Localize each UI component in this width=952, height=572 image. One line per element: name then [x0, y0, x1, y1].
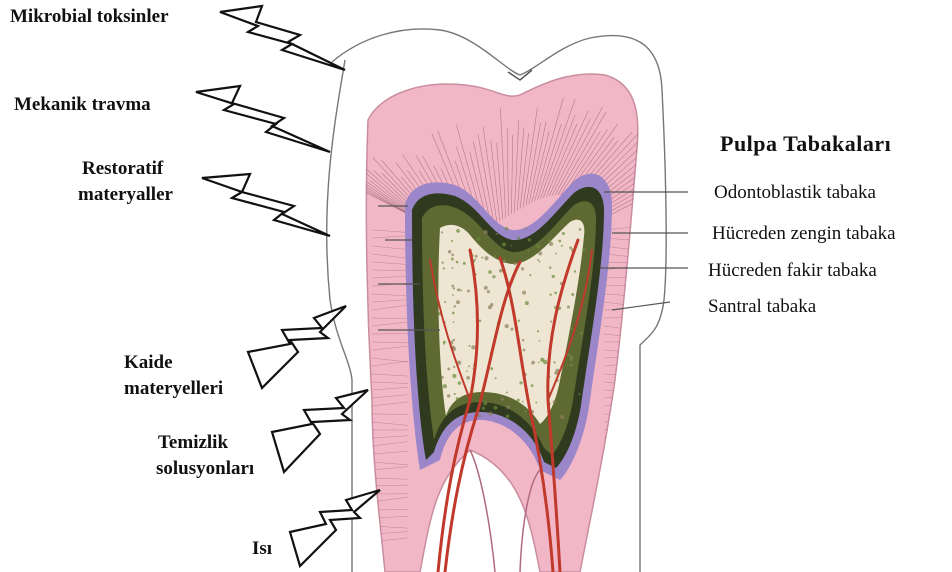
lightning-icon — [196, 86, 330, 152]
lightning-icon — [202, 174, 330, 236]
label-isi: Isı — [252, 538, 272, 559]
lightning-icon — [248, 306, 346, 388]
label-kaide-1: Kaide — [124, 352, 173, 373]
label-odontoblastik: Odontoblastik tabaka — [714, 182, 876, 203]
lightning-icon — [272, 390, 368, 472]
lightning-icon — [220, 6, 345, 70]
label-restoratif-1: Restoratif — [82, 158, 163, 179]
layers-title: Pulpa Tabakaları — [720, 132, 891, 157]
label-kaide-2: materyelleri — [124, 378, 223, 399]
lightning-icon — [290, 490, 380, 566]
label-hucreden-fakir: Hücreden fakir tabaka — [708, 260, 877, 281]
label-santral: Santral tabaka — [708, 296, 816, 317]
label-restoratif-2: materyaller — [78, 184, 173, 205]
label-temizlik-1: Temizlik — [158, 432, 228, 453]
label-mikrobial: Mikrobial toksinler — [10, 6, 169, 27]
label-mekanik: Mekanik travma — [14, 94, 151, 115]
label-hucreden-zengin: Hücreden zengin tabaka — [712, 223, 896, 244]
label-temizlik-2: solusyonları — [156, 458, 254, 479]
